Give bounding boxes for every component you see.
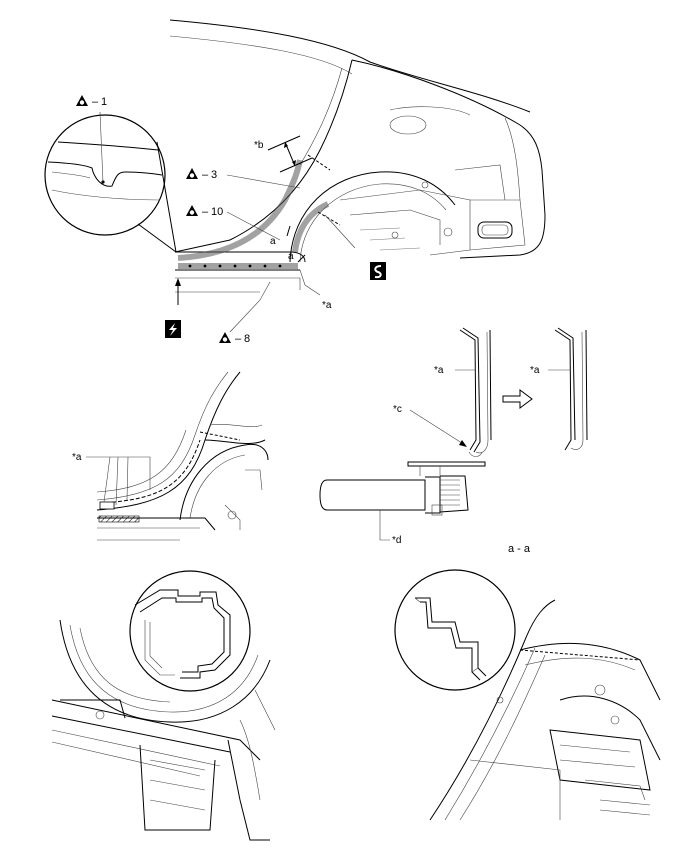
sealer-area-view <box>86 371 269 541</box>
label-d: *d <box>392 535 401 546</box>
callout-part-1: – 1 <box>76 95 107 108</box>
sealer-triangle-icon <box>219 332 231 343</box>
svg-text:–: – <box>202 169 209 181</box>
label-a-section-after: *a <box>530 365 540 376</box>
callout-part-8: – 8 <box>219 332 250 345</box>
section-title-aa: a - a <box>508 543 531 555</box>
callout-part-3: – 3 <box>186 168 217 181</box>
svg-text:8: 8 <box>244 333 250 345</box>
sealer-triangle-icon <box>186 205 198 216</box>
lightning-weld-icon <box>165 320 181 338</box>
s-curve-icon <box>370 262 386 280</box>
callout-part-10: – 10 <box>186 205 223 218</box>
label-b: *b <box>254 140 264 151</box>
label-c: *c <box>393 404 402 415</box>
main-body-view <box>169 19 546 333</box>
sealer-triangle-icon <box>76 95 88 106</box>
svg-text:–: – <box>235 333 242 345</box>
svg-text:–: – <box>92 96 99 108</box>
svg-text:3: 3 <box>211 169 217 181</box>
bottom-left-view <box>51 570 276 841</box>
svg-text:1: 1 <box>101 96 107 108</box>
label-section-a-2: a <box>288 251 294 262</box>
svg-text:10: 10 <box>211 206 223 218</box>
label-a-main: *a <box>322 300 332 311</box>
label-section-a: a <box>270 236 276 247</box>
sealer-triangle-icon <box>186 168 198 179</box>
label-a-mid: *a <box>72 452 82 463</box>
section-aa-view <box>319 327 588 541</box>
detail-magnifier <box>44 111 177 253</box>
label-a-section-before: *a <box>434 365 444 376</box>
right-arrow-icon <box>502 389 533 409</box>
bottom-right-view <box>394 569 661 821</box>
svg-text:–: – <box>202 206 209 218</box>
